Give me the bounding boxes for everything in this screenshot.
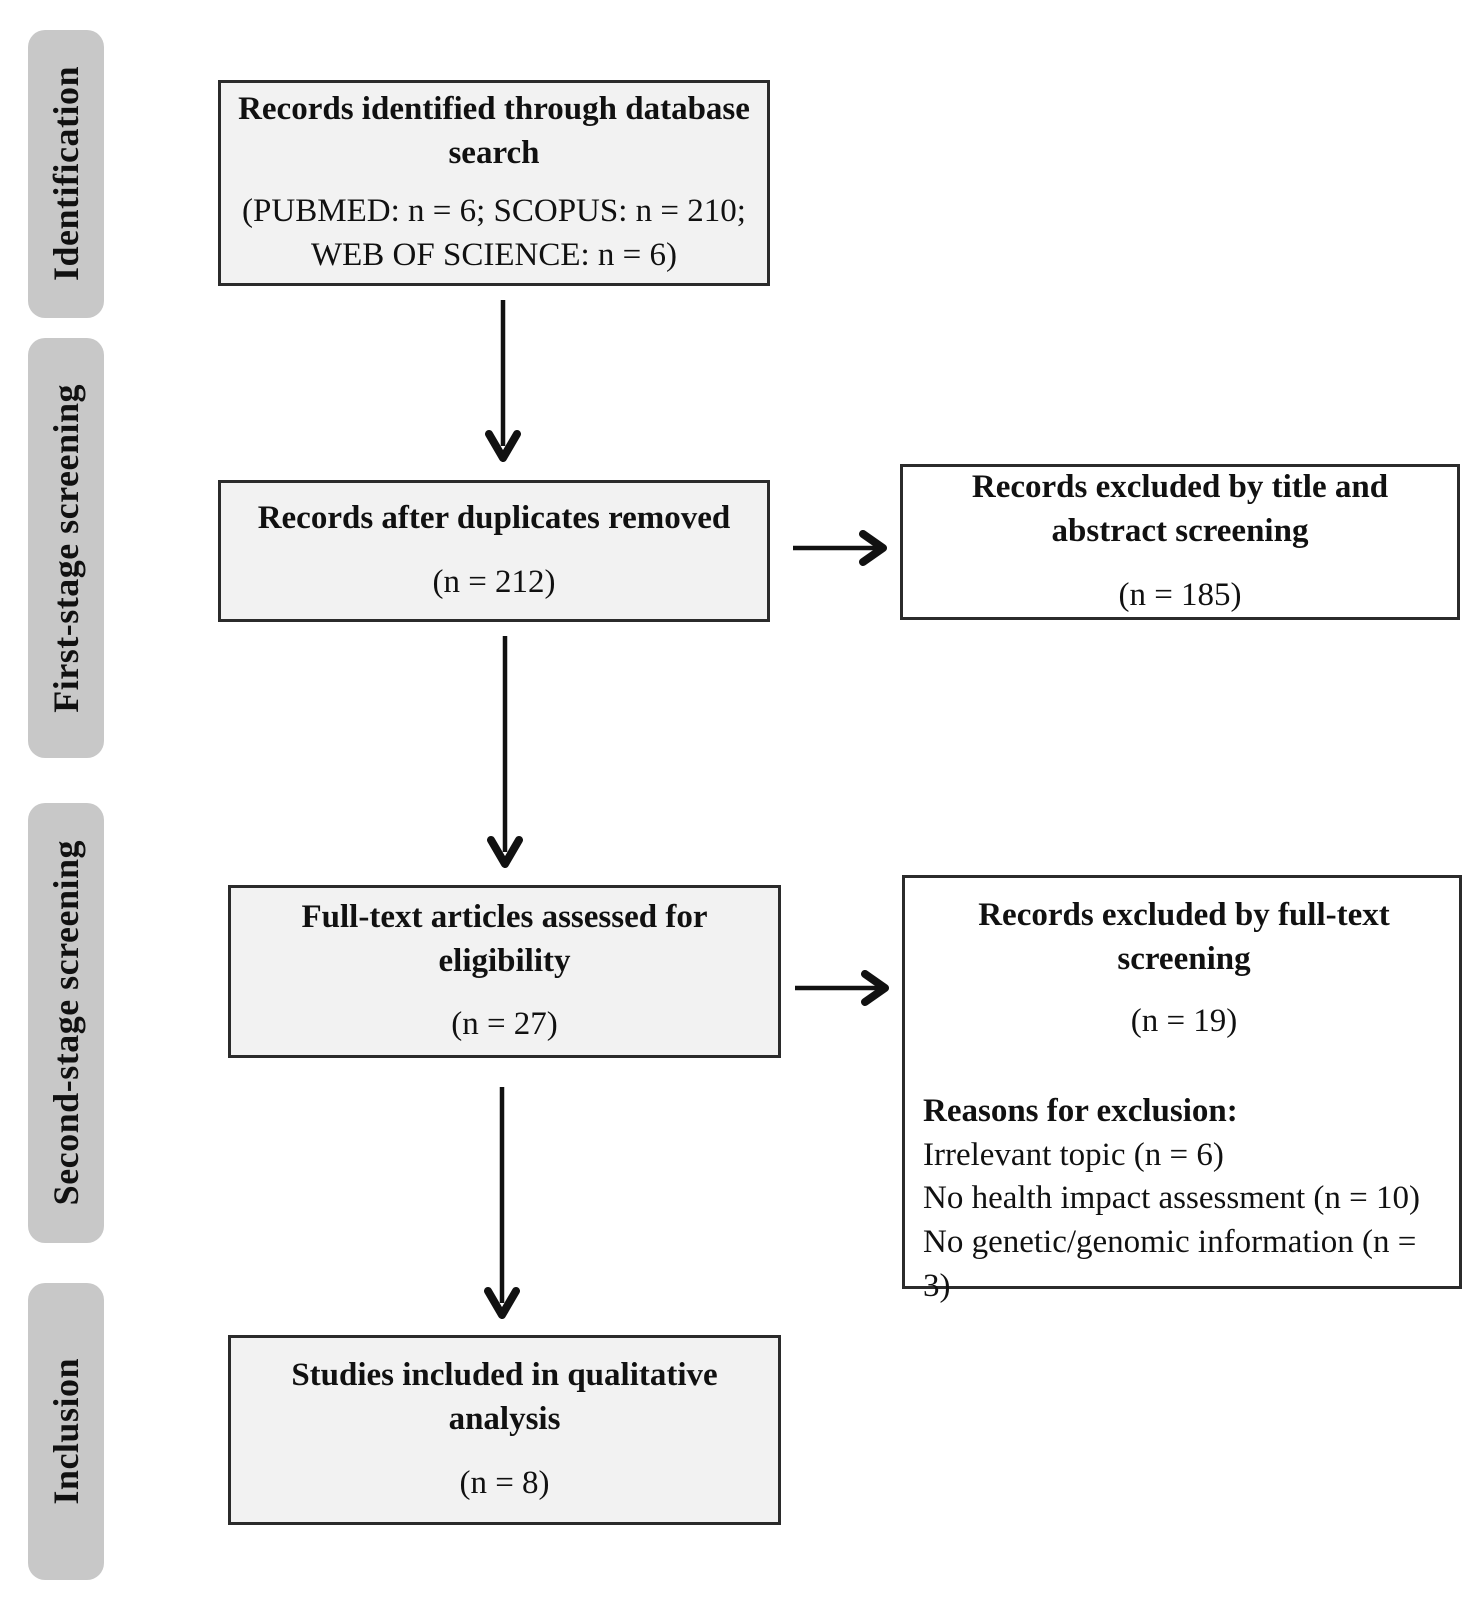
box-full-text-assessed: Full-text articles assessed for eligibil… bbox=[228, 885, 781, 1058]
box-excluded-title-abstract-count: (n = 185) bbox=[1118, 576, 1242, 613]
stage-label-first-stage-screening: First-stage screening bbox=[46, 383, 86, 713]
down-arrow-icon-duplicates-to-fulltext bbox=[487, 636, 523, 868]
box-records-identified-title: Records identified through database sear… bbox=[238, 91, 750, 172]
stage-tab-inclusion: Inclusion bbox=[28, 1283, 104, 1580]
box-studies-included-title: Studies included in qualitative analysis bbox=[291, 1357, 718, 1438]
box-records-identified-detail-line-1: (PUBMED: n = 6; SCOPUS: n = 210; bbox=[242, 193, 746, 229]
stage-tab-first-stage-screening: First-stage screening bbox=[28, 338, 104, 758]
box-full-text-assessed-count: (n = 27) bbox=[451, 1006, 558, 1043]
box-excluded-full-text-title: Records excluded by full-text screening bbox=[978, 897, 1390, 977]
stage-tab-second-stage-screening: Second-stage screening bbox=[28, 803, 104, 1243]
box-excluded-title-abstract: Records excluded by title and abstract s… bbox=[900, 464, 1460, 620]
stage-tab-identification: Identification bbox=[28, 30, 104, 318]
right-arrow-icon-duplicates-to-excluded bbox=[793, 530, 887, 566]
box-studies-included-count: (n = 8) bbox=[459, 1464, 550, 1501]
box-duplicates-removed-count: (n = 212) bbox=[432, 564, 556, 600]
box-records-identified: Records identified through database sear… bbox=[218, 80, 770, 286]
stage-label-identification: Identification bbox=[46, 66, 86, 282]
box-excluded-full-text: Records excluded by full-text screening … bbox=[902, 875, 1462, 1304]
box-excluded-full-text-count: (n = 19) bbox=[1130, 1002, 1238, 1039]
box-full-text-assessed-title: Full-text articles assessed for eligibil… bbox=[301, 898, 708, 979]
box-duplicates-removed-title: Records after duplicates removed bbox=[257, 500, 731, 537]
box-duplicates-removed: Records after duplicates removed (n = 21… bbox=[218, 480, 770, 622]
box-excluded-title-abstract-title: Records excluded by title and abstract s… bbox=[971, 469, 1389, 550]
right-arrow-icon-fulltext-to-excluded bbox=[795, 970, 889, 1006]
box-studies-included: Studies included in qualitative analysis… bbox=[228, 1335, 781, 1525]
box-records-identified-detail-line-2: WEB OF SCIENCE: n = 6) bbox=[310, 236, 678, 273]
stage-label-second-stage-screening: Second-stage screening bbox=[46, 840, 86, 1206]
exclusion-reasons-list: Reasons for exclusion: Irrelevant topic … bbox=[923, 1090, 1445, 1309]
exclusion-reason-irrelevant-topic: Irrelevant topic (n = 6) bbox=[923, 1136, 1224, 1173]
exclusion-reason-no-genetic-genomic: No genetic/genomic information (n = 3) bbox=[923, 1224, 1417, 1305]
down-arrow-icon-identification-to-duplicates bbox=[485, 300, 521, 462]
exclusion-reasons-heading: Reasons for exclusion: bbox=[923, 1092, 1238, 1129]
down-arrow-icon-fulltext-to-included bbox=[484, 1087, 520, 1319]
exclusion-reason-no-health-impact: No health impact assessment (n = 10) bbox=[923, 1180, 1420, 1217]
stage-label-inclusion: Inclusion bbox=[46, 1358, 86, 1505]
